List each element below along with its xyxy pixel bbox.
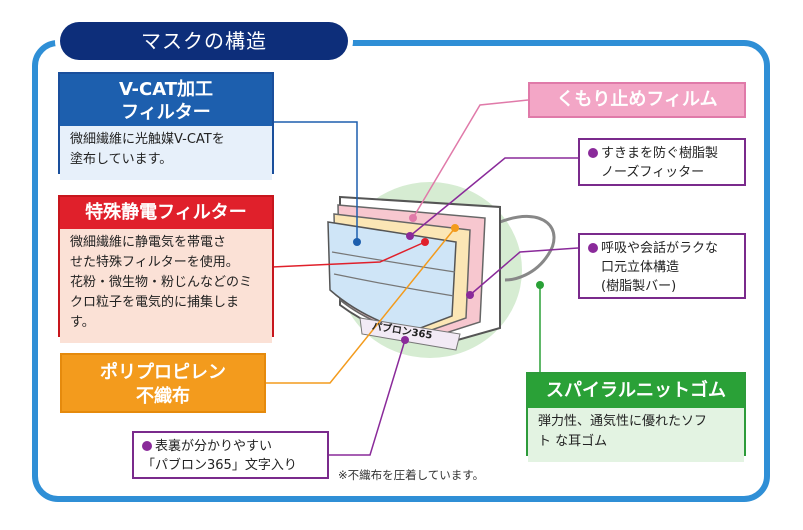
- vcat-filter-title: V-CAT加工 フィルター: [60, 74, 272, 126]
- static-body-line-5: す。: [70, 315, 95, 330]
- mask-print-band: [359, 317, 461, 351]
- nose-text-1: すきまを防ぐ樹脂製: [601, 146, 719, 161]
- struct-text-1: 呼吸や会話がラクな: [601, 241, 719, 256]
- knit-body-line-1: 弾力性、通気性に優れたソフ: [538, 414, 708, 429]
- ear-loop: [499, 215, 556, 282]
- bullet-icon: [142, 441, 152, 451]
- marker-struct: [466, 291, 474, 299]
- static-filter-box: 特殊静電フィルター 微細繊維に静電気を帯電さ せた特殊フィルターを使用。 花粉・…: [58, 195, 274, 343]
- line-fog: [412, 99, 529, 219]
- pp-nonwoven-title: ポリプロピレン 不織布: [62, 355, 264, 409]
- vcat-title-line-1: V-CAT加工: [118, 79, 214, 100]
- vcat-title-line-2: フィルター: [121, 102, 211, 123]
- vcat-body-line-2: 塗布しています。: [70, 152, 173, 167]
- struct-line-2: 口元立体構造: [601, 260, 680, 275]
- print-label-text-1: 表裏が分かりやすい: [155, 439, 273, 454]
- pp-title-line-1: ポリプロピレン: [100, 362, 226, 383]
- print-label-line-2: 「パブロン365」文字入り: [142, 458, 297, 473]
- vcat-body-line-1: 微細繊維に光触媒V-CATを: [70, 132, 225, 147]
- spiral-knit-title: スパイラルニットゴム: [528, 374, 744, 408]
- marker-label: [401, 336, 409, 344]
- print-label-line-1: 表裏が分かりやすい: [142, 437, 319, 456]
- static-body-line-3: 花粉・微生物・粉じんなどのミ: [70, 275, 253, 290]
- static-body-line-2: せた特殊フィルターを使用。: [70, 255, 239, 270]
- line-vcat: [272, 121, 358, 242]
- static-body-line-1: 微細繊維に静電気を帯電さ: [70, 235, 227, 250]
- bullet-icon: [588, 243, 598, 253]
- marker-pp: [451, 224, 459, 232]
- marker-fog: [409, 214, 417, 222]
- pp-title-line-2: 不織布: [136, 386, 190, 407]
- marker-knit: [536, 281, 544, 289]
- marker-vcat: [353, 238, 361, 246]
- nose-line-2: ノーズフィッター: [601, 165, 705, 180]
- line-struct: [469, 247, 579, 296]
- static-filter-title: 特殊静電フィルター: [60, 197, 272, 229]
- nose-line-1: すきまを防ぐ樹脂製: [588, 144, 736, 163]
- vcat-filter-box: V-CAT加工 フィルター 微細繊維に光触媒V-CATを 塗布しています。: [58, 72, 274, 180]
- struct-line-1: 呼吸や会話がラクな: [588, 239, 736, 258]
- spiral-knit-body: 弾力性、通気性に優れたソフ ト な耳ゴム: [528, 408, 744, 462]
- mask-layer-blue: [327, 221, 457, 333]
- bullet-icon: [588, 148, 598, 158]
- page-title: マスクの構造: [60, 22, 348, 60]
- static-filter-body: 微細繊維に静電気を帯電さ せた特殊フィルターを使用。 花粉・微生物・粉じんなどの…: [60, 229, 272, 343]
- footnote: ※不織布を圧着しています。: [338, 468, 485, 482]
- anti-fog-film-box: くもり止めフィルム: [528, 82, 746, 118]
- spiral-knit-box: スパイラルニットゴム 弾力性、通気性に優れたソフ ト な耳ゴム: [526, 372, 746, 462]
- struct-line-3: (樹脂製バー): [601, 279, 677, 294]
- mask-pleat-2: [333, 273, 455, 297]
- line-pp: [266, 227, 456, 384]
- static-body-line-4: クロ粒子を電気的に捕集しま: [70, 295, 240, 310]
- knit-body-line-2: ト な耳ゴム: [538, 434, 608, 449]
- line-nose: [409, 157, 578, 237]
- pp-nonwoven-box: ポリプロピレン 不織布: [60, 353, 266, 413]
- marker-nose: [406, 232, 414, 240]
- vcat-filter-body: 微細繊維に光触媒V-CATを 塗布しています。: [60, 126, 272, 180]
- 3d-structure-box: 呼吸や会話がラクな 口元立体構造 (樹脂製バー): [578, 233, 746, 299]
- marker-static: [421, 238, 429, 246]
- mask-pleat-1: [331, 251, 456, 273]
- anti-fog-film-title: くもり止めフィルム: [556, 89, 718, 110]
- nose-fitter-box: すきまを防ぐ樹脂製 ノーズフィッター: [578, 138, 746, 186]
- line-static: [271, 241, 426, 268]
- line-label: [329, 339, 406, 456]
- print-label-box: 表裏が分かりやすい 「パブロン365」文字入り: [132, 431, 329, 479]
